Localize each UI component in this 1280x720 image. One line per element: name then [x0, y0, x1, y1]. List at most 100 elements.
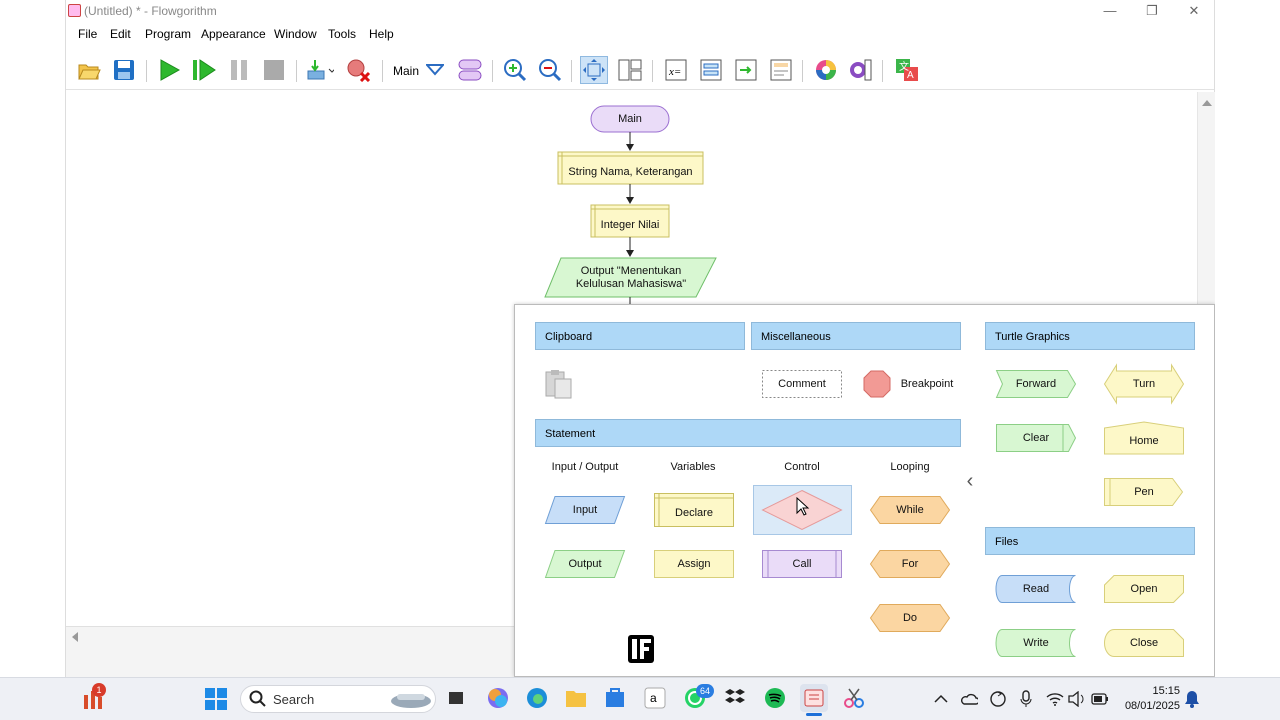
taskview-button[interactable]: [442, 684, 470, 712]
input-label[interactable]: Input: [572, 504, 598, 516]
manage-functions-icon: [458, 59, 482, 81]
variables-icon: x=: [665, 59, 687, 81]
comment-shape: [762, 370, 842, 398]
onedrive-icon[interactable]: [960, 691, 978, 707]
output-label[interactable]: Output: [568, 558, 602, 570]
flowchart-declare-strings[interactable]: String Nama, Keterangan: [568, 166, 693, 178]
open-button[interactable]: [75, 56, 103, 84]
clock-date[interactable]: 08/01/2025: [1124, 700, 1180, 712]
copilot-button[interactable]: [484, 684, 512, 712]
microphone-icon[interactable]: [1019, 690, 1033, 708]
taskbar-search-box[interactable]: Search: [240, 685, 436, 713]
manage-functions-button[interactable]: [456, 56, 484, 84]
variables-button[interactable]: x=: [662, 56, 690, 84]
step-icon: [193, 59, 216, 81]
menu-help[interactable]: Help: [369, 27, 394, 41]
snipping-tool-button[interactable]: [840, 684, 868, 712]
comment-label[interactable]: Comment: [778, 378, 826, 390]
menu-appearance[interactable]: Appearance: [201, 27, 266, 41]
edge-button[interactable]: [523, 684, 551, 712]
breakpoint-label[interactable]: Breakpoint: [900, 378, 954, 390]
search-highlight-icon: [391, 694, 431, 708]
right-margin: [1215, 0, 1280, 677]
amazon-button[interactable]: a: [641, 684, 669, 712]
menu-edit[interactable]: Edit: [110, 27, 131, 41]
step-into-button[interactable]: [306, 56, 334, 84]
layout-button[interactable]: [616, 56, 644, 84]
function-dropdown-button[interactable]: [421, 56, 449, 84]
menu-file[interactable]: File: [78, 27, 98, 41]
assign-label[interactable]: Assign: [677, 558, 711, 570]
clear-label[interactable]: Clear: [1022, 432, 1050, 444]
chart-button[interactable]: [847, 56, 875, 84]
battery-icon[interactable]: [1091, 693, 1109, 705]
start-button[interactable]: [202, 685, 230, 713]
save-button[interactable]: [110, 56, 138, 84]
home-label[interactable]: Home: [1129, 435, 1159, 447]
flowchart-start-main[interactable]: Main: [618, 113, 642, 125]
breakpoint-icon[interactable]: [863, 370, 891, 398]
minimize-button[interactable]: —: [1103, 3, 1117, 18]
widgets-button[interactable]: [80, 685, 108, 713]
output-button[interactable]: [732, 56, 760, 84]
zoom-in-button[interactable]: [501, 56, 529, 84]
pen-label[interactable]: Pen: [1134, 486, 1154, 498]
clipboard-icon[interactable]: [545, 369, 575, 399]
flowchart-declare-integer[interactable]: Integer Nilai: [600, 219, 660, 231]
scroll-up-icon[interactable]: [1198, 97, 1216, 109]
read-label[interactable]: Read: [1022, 583, 1050, 595]
wifi-icon[interactable]: [1046, 691, 1064, 707]
clear-breakpoints-button[interactable]: [345, 56, 373, 84]
pan-button[interactable]: [580, 56, 608, 84]
sync-icon[interactable]: [989, 690, 1007, 708]
declare-label[interactable]: Declare: [675, 507, 713, 519]
close-button[interactable]: ✕: [1188, 3, 1200, 18]
open-label[interactable]: Open: [1130, 583, 1158, 595]
flowchart-output-line1[interactable]: Output "Menentukan: [580, 265, 682, 277]
spotify-button[interactable]: [761, 684, 789, 712]
forward-label[interactable]: Forward: [1015, 378, 1057, 390]
call-label[interactable]: Call: [792, 558, 812, 570]
store-button[interactable]: [601, 684, 629, 712]
flowchart-output-line2[interactable]: Kelulusan Mahasiswa": [575, 278, 687, 290]
colors-icon: [816, 60, 836, 80]
toolbar: Main x=: [66, 52, 1214, 90]
do-label[interactable]: Do: [902, 612, 918, 624]
clock-time[interactable]: 15:15: [1152, 685, 1180, 697]
volume-icon[interactable]: [1068, 691, 1086, 707]
stop-button[interactable]: [260, 56, 288, 84]
looping-column-label: Looping: [890, 461, 930, 473]
write-label[interactable]: Write: [1023, 637, 1049, 649]
menu-program[interactable]: Program: [145, 27, 192, 41]
scroll-left-icon[interactable]: [69, 628, 81, 646]
show-hidden-icons-icon[interactable]: [934, 694, 948, 704]
for-label[interactable]: For: [901, 558, 919, 570]
turn-label[interactable]: Turn: [1132, 378, 1156, 390]
code-button[interactable]: [767, 56, 795, 84]
zoom-out-button[interactable]: [536, 56, 564, 84]
close-label[interactable]: Close: [1129, 637, 1159, 649]
maximize-button[interactable]: ❐: [1146, 3, 1158, 18]
pause-button[interactable]: [225, 56, 253, 84]
notifications-bell-icon[interactable]: [1184, 690, 1200, 708]
collapse-palette-button[interactable]: ‹: [966, 470, 974, 492]
run-button[interactable]: [155, 56, 183, 84]
save-icon: [114, 60, 134, 80]
menu-window[interactable]: Window: [274, 27, 317, 41]
dropbox-button[interactable]: [721, 684, 749, 712]
turn-shape: [1103, 363, 1185, 405]
console-button[interactable]: [697, 56, 725, 84]
windows-start-icon: [205, 688, 227, 710]
flowgorithm-taskbar-button[interactable]: [800, 684, 828, 712]
while-label[interactable]: While: [896, 504, 924, 516]
layout-icon: [618, 59, 642, 81]
write-shape: [995, 629, 1076, 657]
step-button[interactable]: [190, 56, 218, 84]
menu-tools[interactable]: Tools: [328, 27, 357, 41]
clipboard-header: Clipboard: [535, 322, 745, 350]
store-icon: [606, 688, 624, 707]
colors-button[interactable]: [812, 56, 840, 84]
function-selector[interactable]: Main: [393, 64, 420, 78]
file-explorer-button[interactable]: [562, 684, 590, 712]
